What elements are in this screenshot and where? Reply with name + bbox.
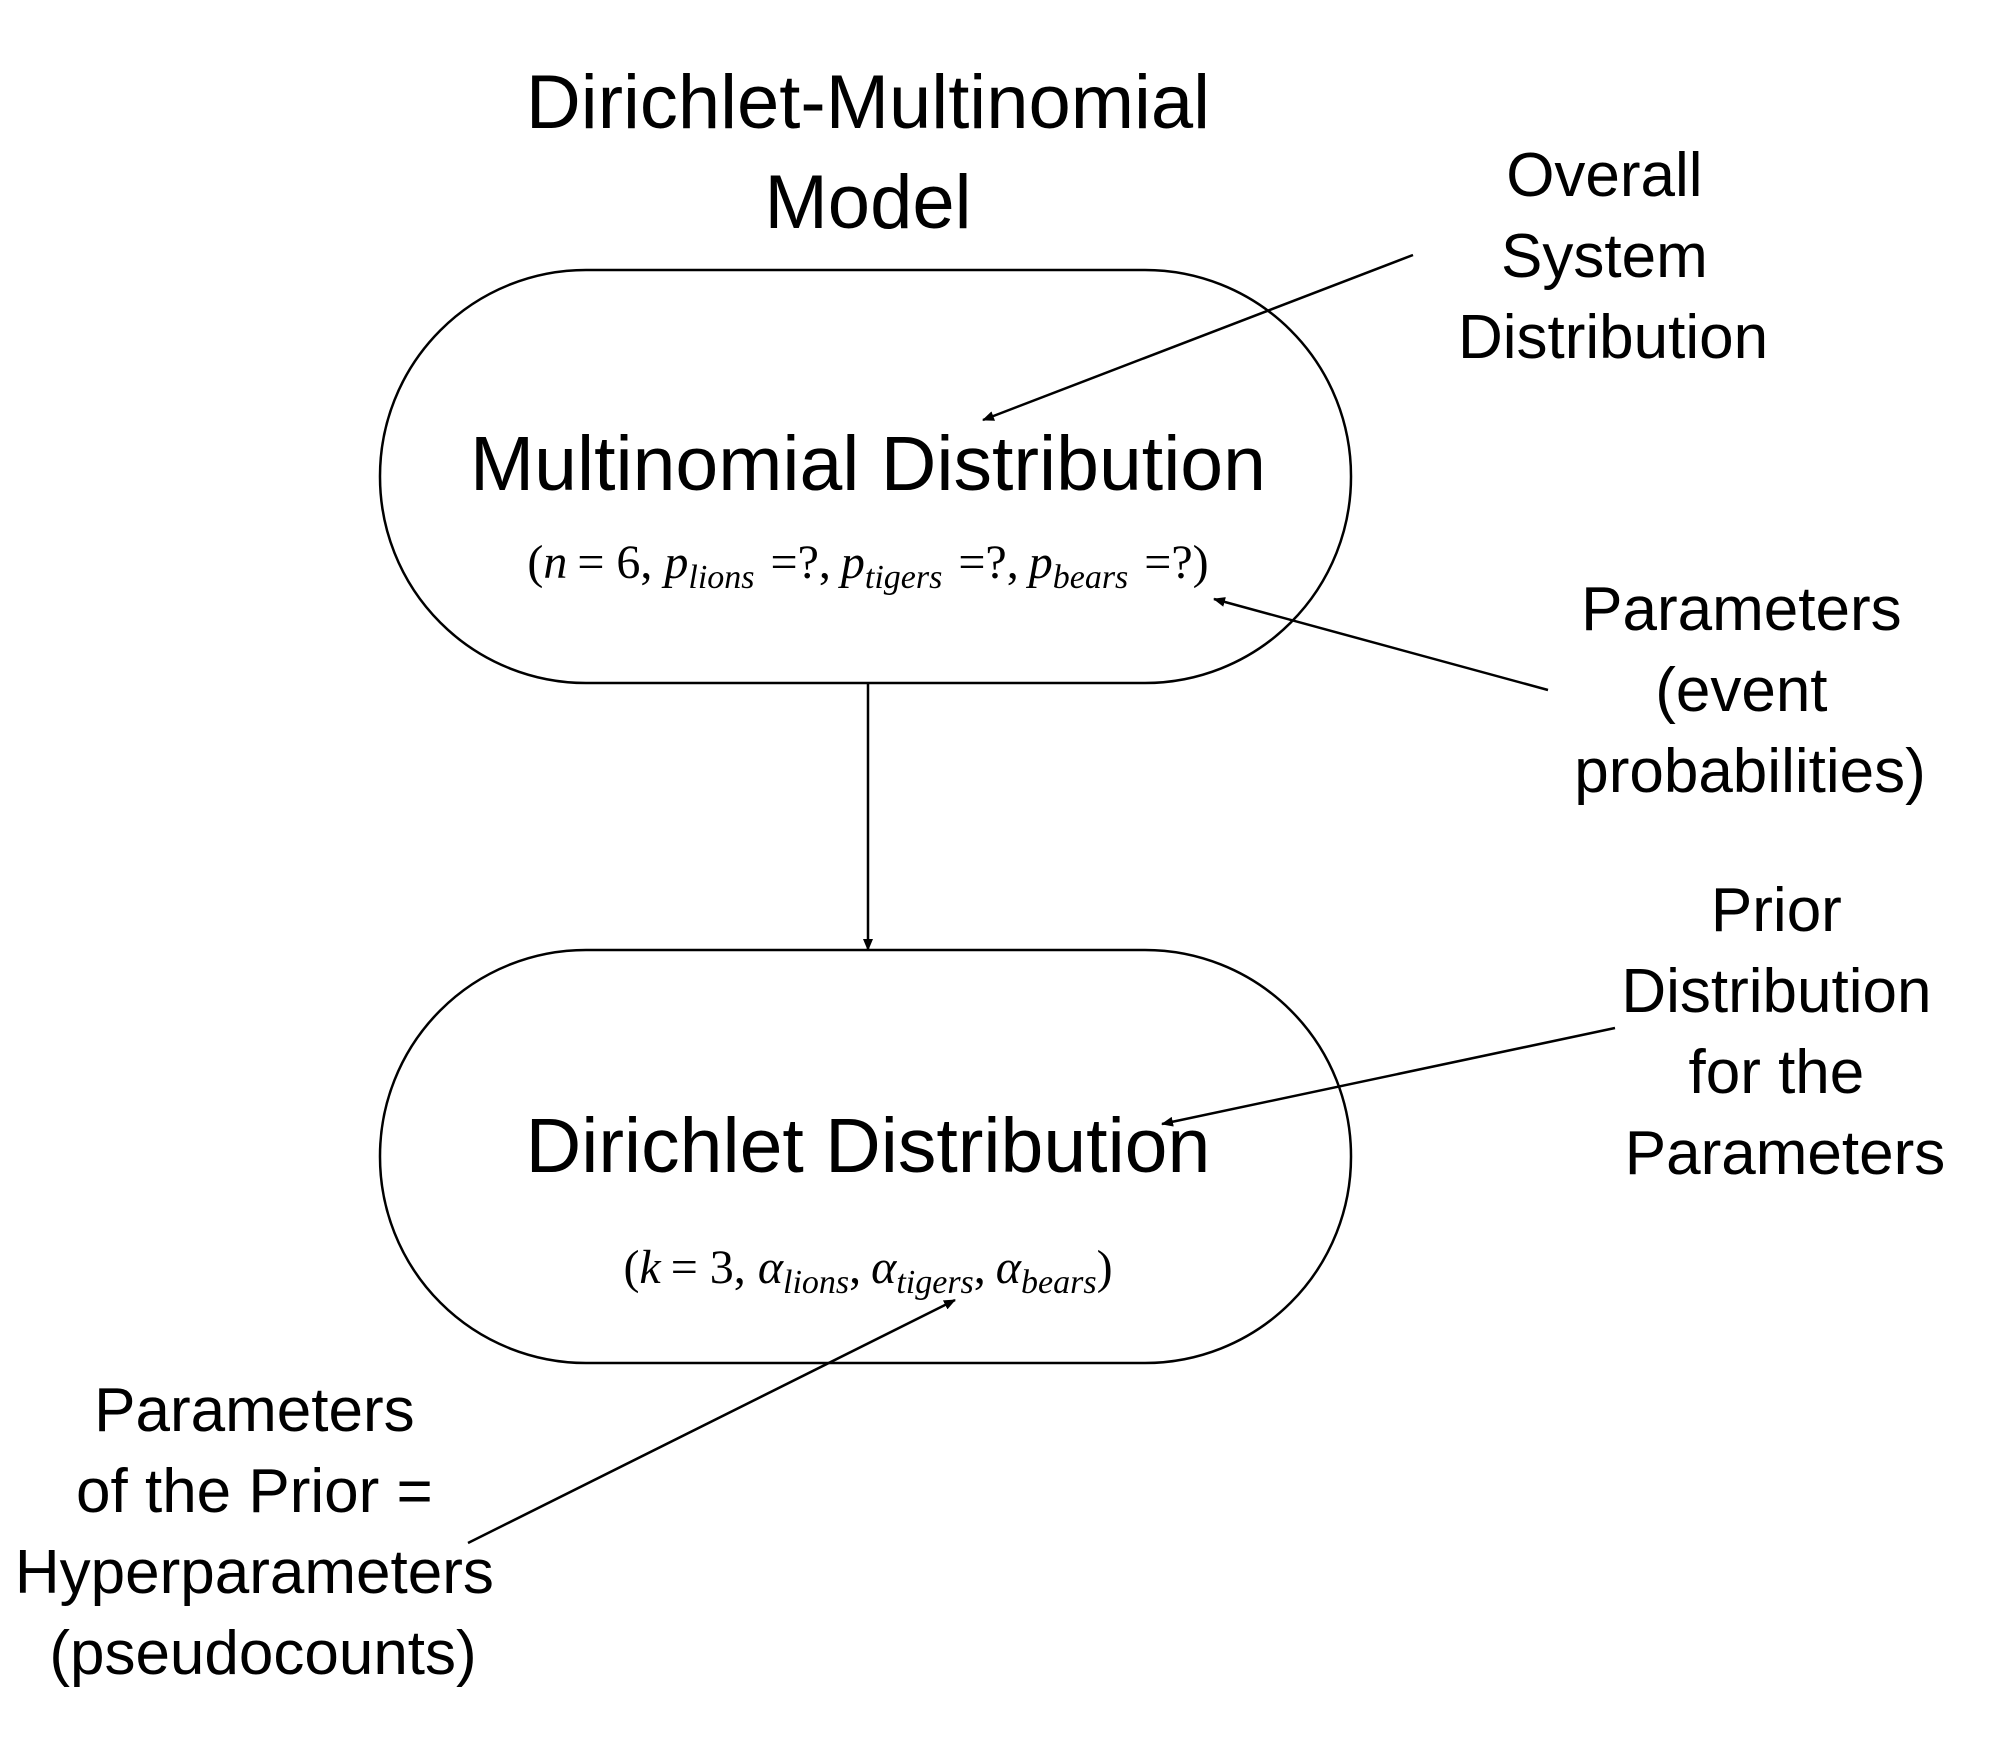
param-n-symbol: n — [543, 536, 567, 589]
annotation-parameters-line1: Parameters — [1581, 575, 1901, 644]
annotation-hyper-line1: Parameters — [94, 1376, 414, 1445]
annotation-hyper-line4: (pseudocounts) — [49, 1619, 476, 1688]
param-p-bears-subscript: bears — [1053, 559, 1129, 596]
annotation-overall-text: Overall System Distribution — [1458, 141, 1768, 372]
multinomial-node-params: (n= 6,plions=?,ptigers=?,pbears=?) — [527, 536, 1208, 596]
hyper-close-paren: ) — [1097, 1241, 1113, 1294]
annotation-prior-line2: Distribution — [1621, 957, 1931, 1026]
annotation-prior-line1: Prior — [1711, 876, 1842, 945]
hyper-k-symbol: k — [639, 1241, 662, 1294]
param-p-tigers-value: =?, — [958, 536, 1018, 589]
annotation-prior-text: Prior Distribution for the Parameters — [1621, 876, 1948, 1188]
param-n-value: = 6, — [577, 536, 652, 589]
pointer-overall-to-multinomial — [982, 253, 1414, 422]
param-p-tigers-symbol: p — [838, 536, 865, 589]
hyper-open-paren: ( — [623, 1241, 639, 1294]
annotation-hyperparameters: Parameters of the Prior = Hyperparameter… — [15, 1298, 956, 1688]
param-p-bears-symbol: p — [1026, 536, 1053, 589]
annotation-hyper-line3: Hyperparameters — [15, 1538, 494, 1607]
hyper-alpha-bears-subscript: bears — [1021, 1264, 1097, 1301]
param-p-lions-value: =?, — [771, 536, 831, 589]
dirichlet-node-shape — [378, 948, 1353, 1365]
param-p-bears-value: =? — [1144, 536, 1192, 589]
multinomial-node: Multinomial Distribution (n= 6,plions=?,… — [378, 268, 1353, 685]
param-close-paren: ) — [1193, 536, 1209, 589]
annotation-overall-line2: System — [1501, 222, 1708, 291]
hyper-alpha-tigers-symbol: α — [871, 1241, 897, 1294]
annotation-overall-line3: Distribution — [1458, 303, 1768, 372]
param-p-tigers-subscript: tigers — [865, 559, 942, 596]
param-p-lions-subscript: lions — [688, 559, 754, 596]
annotation-parameters-line2: (event — [1655, 656, 1827, 725]
annotation-prior: Prior Distribution for the Parameters — [1161, 876, 1948, 1188]
pointer-prior-to-dirichlet — [1161, 1026, 1616, 1127]
annotation-hyper-text: Parameters of the Prior = Hyperparameter… — [15, 1376, 511, 1688]
hyper-k-value: = 3, — [671, 1241, 746, 1294]
hyper-comma-2: , — [974, 1241, 986, 1294]
annotation-prior-line4: Parameters — [1625, 1119, 1945, 1188]
hyper-alpha-lions-symbol: α — [758, 1241, 784, 1294]
annotation-prior-line3: for the — [1688, 1038, 1864, 1107]
dirichlet-node: Dirichlet Distribution (k= 3,αlions,αtig… — [378, 948, 1353, 1365]
annotation-hyper-line2: of the Prior = — [76, 1457, 433, 1526]
dirichlet-node-params: (k= 3,αlions,αtigers,αbears) — [623, 1241, 1112, 1301]
annotation-parameters: Parameters (event probabilities) — [1213, 575, 1926, 806]
dirichlet-node-label: Dirichlet Distribution — [526, 1103, 1211, 1189]
param-p-lions-symbol: p — [661, 536, 688, 589]
hyper-alpha-bears-symbol: α — [996, 1241, 1022, 1294]
hyper-alpha-lions-subscript: lions — [783, 1264, 849, 1301]
annotation-parameters-text: Parameters (event probabilities) — [1574, 575, 1926, 806]
pointer-hyper-to-alphas — [467, 1298, 956, 1545]
pointer-parameters-to-probabilities — [1213, 597, 1549, 692]
diagram-title-line2: Model — [765, 160, 972, 245]
hyper-comma-1: , — [849, 1241, 861, 1294]
annotation-overall-system: Overall System Distribution — [982, 141, 1768, 422]
param-open-paren: ( — [527, 536, 543, 589]
hyper-alpha-tigers-subscript: tigers — [896, 1264, 973, 1301]
annotation-overall-line1: Overall — [1506, 141, 1702, 210]
annotation-parameters-line3: probabilities) — [1574, 737, 1926, 806]
diagram-title-line1: Dirichlet-Multinomial — [526, 60, 1210, 145]
multinomial-node-label: Multinomial Distribution — [470, 421, 1266, 507]
